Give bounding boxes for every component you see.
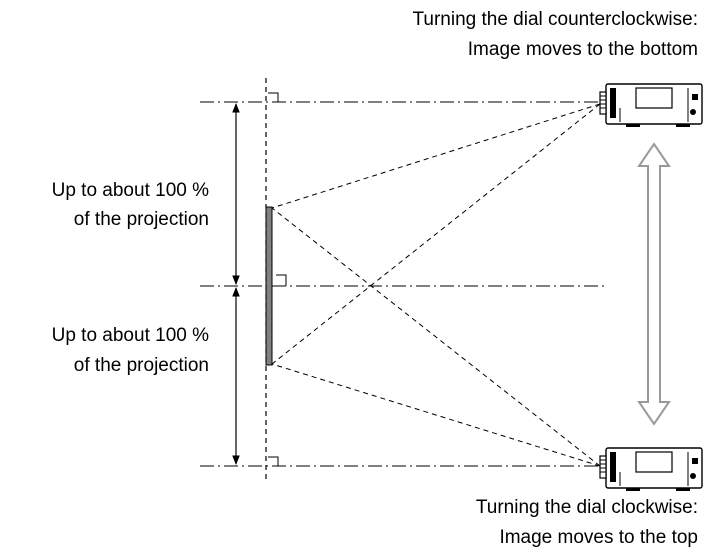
bottom-caption-line1: Turning the dial clockwise: — [476, 497, 698, 518]
projector-top-icon — [599, 83, 703, 128]
right-angle-marker-center — [276, 274, 287, 286]
upper-range-label-line2: of the projection — [74, 209, 209, 230]
top-caption-line2: Image moves to the bottom — [468, 39, 698, 60]
right-angle-marker-top — [268, 92, 279, 102]
bottom-caption-line2: Image moves to the top — [499, 527, 698, 548]
projection-screen — [265, 206, 273, 366]
lower-range-label-line2: of the projection — [74, 355, 209, 376]
upper-range-label-line1: Up to about 100 % — [52, 180, 209, 201]
lower-range-label-line1: Up to about 100 % — [52, 325, 209, 346]
projection-beams — [271, 103, 601, 467]
top-caption-line1: Turning the dial counterclockwise: — [413, 9, 699, 30]
projector-bottom-icon — [599, 447, 703, 492]
right-angle-marker-bottom — [268, 456, 279, 466]
movement-double-arrow — [637, 142, 671, 426]
